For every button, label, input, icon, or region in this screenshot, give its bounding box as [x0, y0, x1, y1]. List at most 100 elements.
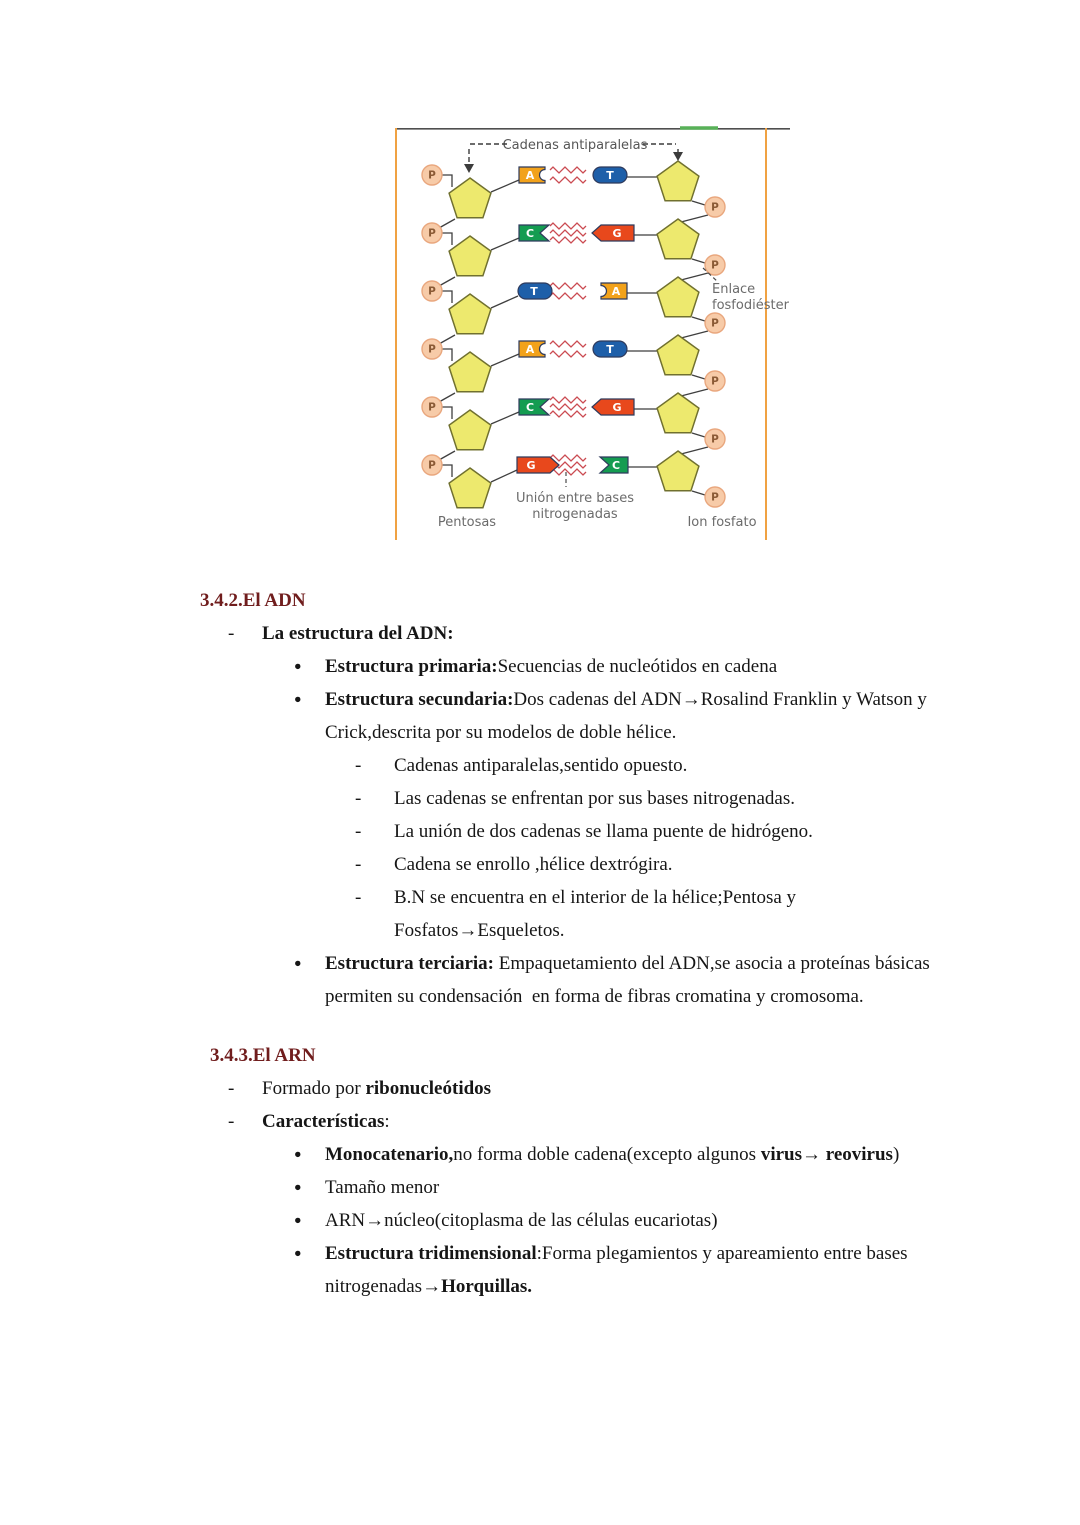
phosphate-icon — [704, 370, 726, 392]
phosphate-icon — [421, 280, 443, 302]
list-item: - Características: — [0, 1105, 1080, 1138]
phosphate-icon — [421, 454, 443, 476]
nucleotide-pair-row: G C — [421, 450, 726, 509]
hydrogen-bonds-icon — [549, 396, 587, 418]
list-item: - Cadena se enrollo ,hélice dextrógira. — [0, 848, 862, 881]
base-letter: C — [612, 459, 620, 472]
list-item: ● Estructura terciaria: Empaquetamiento … — [0, 947, 945, 1013]
label-union-bases: Unión entre bases — [516, 491, 634, 506]
disc-bullet: ● — [294, 692, 302, 706]
backbone-lines — [442, 464, 706, 496]
dash-bullet: - — [228, 1078, 235, 1099]
disc-bullet: ● — [294, 1213, 302, 1227]
phosphate-icon — [704, 486, 726, 508]
dna-structure-figure: P A T — [395, 126, 790, 540]
base-letter: G — [612, 227, 621, 240]
base-letter: C — [526, 227, 534, 240]
dash-bullet: - — [355, 854, 362, 875]
phosphate-icon — [421, 164, 443, 186]
backbone-lines — [438, 174, 709, 229]
pentose-icon — [656, 392, 700, 434]
list-item: - B.N se encuentra en el interior de la … — [0, 881, 862, 947]
phosphate-icon — [704, 428, 726, 450]
list-item: ● Monocatenario,no forma doble cadena(ex… — [0, 1138, 945, 1171]
pentose-icon — [448, 351, 492, 393]
phosphate-icon — [421, 396, 443, 418]
hydrogen-bonds-icon — [549, 222, 587, 244]
dashed-pointer-lines — [468, 143, 679, 164]
disc-bullet: ● — [294, 659, 302, 673]
pentose-icon — [656, 450, 700, 492]
label-ion-fosfato: Ion fosfato — [687, 515, 756, 530]
label-pentosas: Pentosas — [438, 515, 496, 530]
base-letter: A — [526, 169, 535, 182]
section-heading-arn: 3.4.3.El ARN — [210, 1045, 316, 1066]
label-enlace: Enlace — [712, 282, 755, 297]
base-letter: G — [612, 401, 621, 414]
figure-frame — [395, 126, 790, 540]
disc-bullet: ● — [294, 1180, 302, 1194]
notes-body: 3.4.2.El ADN - La estructura del ADN: ● … — [0, 584, 1080, 1303]
nucleotide-pair-row: C G — [421, 218, 726, 287]
pentose-icon — [448, 409, 492, 451]
list-item: ● Estructura secundaria:Dos cadenas del … — [0, 683, 945, 749]
list-item: - La unión de dos cadenas se llama puent… — [0, 815, 862, 848]
list-item: - Cadenas antiparalelas,sentido opuesto. — [0, 749, 862, 782]
pentose-icon — [448, 467, 492, 509]
down-arrow-icon — [464, 164, 474, 173]
hydrogen-bonds-icon — [549, 282, 587, 300]
list-item: ● ARN→núcleo(citoplasma de las células e… — [0, 1204, 945, 1237]
base-letter: T — [606, 169, 614, 182]
backbone-lines — [438, 348, 709, 403]
pentose-icon — [656, 218, 700, 260]
list-item: ● Estructura tridimensional:Forma plegam… — [0, 1237, 945, 1303]
list-item: - Formado por ribonucleótidos — [0, 1072, 1080, 1105]
nucleotide-pair-row: C G — [421, 392, 726, 461]
phosphate-icon — [421, 222, 443, 244]
base-letter: G — [526, 459, 535, 472]
dash-bullet: - — [228, 623, 235, 644]
backbone-lines — [438, 290, 709, 345]
nucleotide-pair-row: T A — [421, 276, 726, 345]
pentose-icon — [656, 160, 700, 202]
dash-bullet: - — [355, 755, 362, 776]
dash-bullet: - — [228, 1111, 235, 1132]
base-letter: A — [526, 343, 535, 356]
dash-bullet: - — [355, 887, 362, 908]
list-item: ● Estructura primaria:Secuencias de nucl… — [0, 650, 945, 683]
base-guanine-block — [516, 456, 560, 474]
nucleotide-pair-row: A T — [421, 334, 726, 403]
estructura-adn-label: La estructura del ADN: — [262, 623, 454, 644]
pentose-icon — [656, 276, 700, 318]
list-item: ● Tamaño menor — [0, 1171, 945, 1204]
list-item: - La estructura del ADN: — [0, 617, 1080, 650]
pentose-icon — [448, 293, 492, 335]
phosphate-icon — [421, 338, 443, 360]
disc-bullet: ● — [294, 1147, 302, 1161]
nucleotide-pair-row: A T — [421, 160, 726, 229]
phosphate-icon — [704, 196, 726, 218]
hydrogen-bonds-icon — [549, 166, 587, 184]
label-fosfodiester: fosfodiéster — [712, 298, 790, 313]
disc-bullet: ● — [294, 1246, 302, 1260]
disc-bullet: ● — [294, 956, 302, 970]
phosphate-icon — [704, 254, 726, 276]
caption-cadenas-antiparalelas: Cadenas antiparalelas — [503, 138, 648, 153]
enlace-pointer — [702, 267, 719, 283]
pentose-icon — [656, 334, 700, 376]
list-item: - Las cadenas se enfrentan por sus bases… — [0, 782, 862, 815]
figure-annotations: Cadenas antiparalelas Enlace fosfodiéste… — [438, 138, 790, 530]
down-arrow-icon — [673, 152, 683, 161]
pentose-icon — [448, 235, 492, 277]
phosphate-icon — [704, 312, 726, 334]
dash-bullet: - — [355, 788, 362, 809]
base-letter: T — [606, 343, 614, 356]
backbone-lines — [438, 232, 709, 287]
hydrogen-bonds-icon — [549, 340, 587, 358]
base-letter: A — [612, 285, 621, 298]
dash-bullet: - — [355, 821, 362, 842]
base-letter: C — [526, 401, 534, 414]
base-letter: T — [530, 285, 538, 298]
backbone-lines — [438, 406, 709, 461]
